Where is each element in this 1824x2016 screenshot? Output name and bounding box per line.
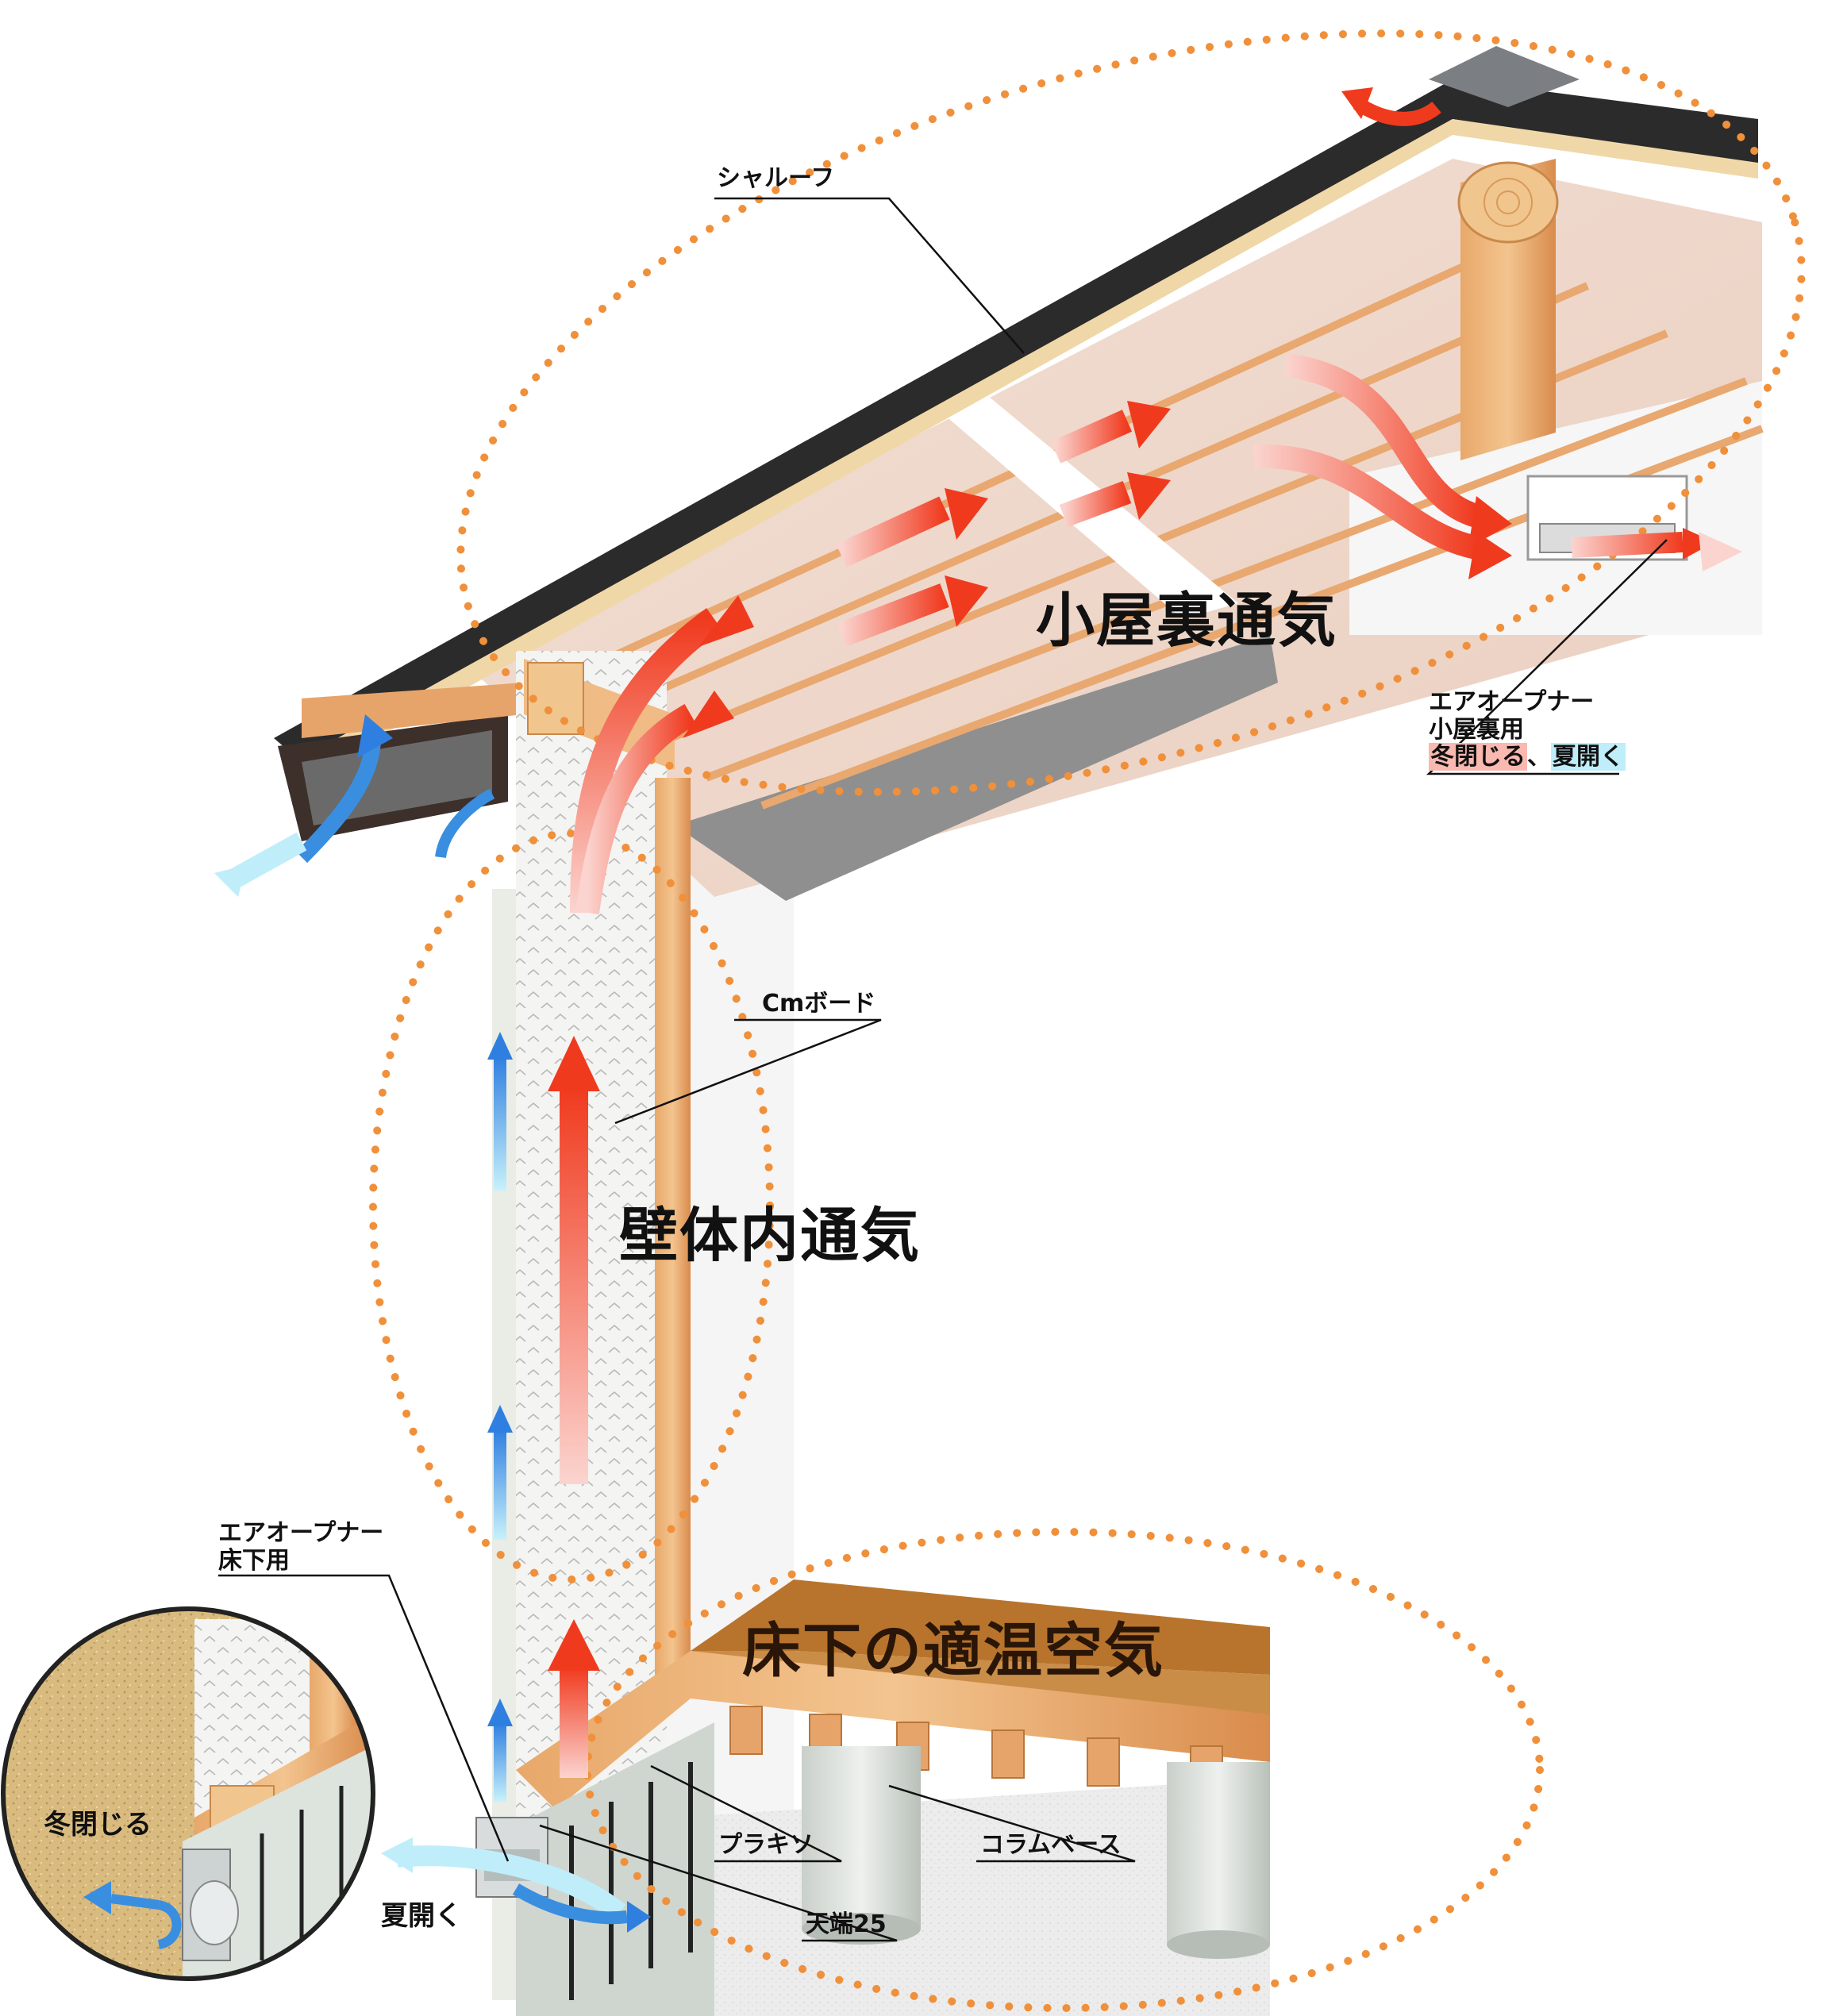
summer-open-text: 夏開く [1551,743,1626,771]
label-floor-air-opener-line2: 床下用 [218,1546,290,1575]
column-bases [802,1746,1270,1959]
label-attic-air-opener-line2: 小屋裏用 [1429,715,1524,744]
floor-surface [691,1579,1270,1675]
title-underfloor-air: 床下の適温空気 [742,1617,1164,1685]
label-floor-air-opener: エアオープナー 床下用 [218,1519,384,1575]
ceiling-underside [675,635,1278,901]
summer-open-arrows [381,1837,651,1933]
ridge-exhaust-arrow [1341,87,1441,126]
label-summer-open: 夏開く [381,1900,462,1932]
eave-cool-arrows [214,714,495,897]
label-winter-summer: 冬閉じる、夏開く [1429,743,1626,771]
label-column-base: コラムベース [980,1831,1122,1859]
label-shaluf: シャルーフ [717,164,835,192]
ridge-cap [1429,46,1580,107]
label-winter-close: 冬閉じる [44,1809,152,1841]
leader-lines [218,197,1668,1942]
wall-stud [655,778,691,1691]
label-attic-air-opener-line1: エアオープナー [1429,688,1595,716]
title-attic-ventilation: 小屋裏通気 [1036,587,1337,655]
warm-wall-arrow [548,1036,600,1778]
ridge-beam-end [1457,161,1559,244]
label-attic-air-opener: エアオープナー 小屋裏用 冬閉じる、夏開く [1429,688,1626,771]
warm-attic-arrows [570,353,1742,914]
winter-close-text: 冬閉じる [1429,743,1527,771]
foundation-wall [516,1722,714,2016]
label-purakiso: プラキソ [718,1831,814,1859]
inset-detail [1,1606,375,1981]
title-wall-ventilation: 壁体内通気 [619,1202,921,1270]
label-floor-air-opener-line1: エアオープナー [218,1519,384,1547]
wall-top-beam-end [527,662,584,735]
dotted-outlines [369,29,1806,2012]
cool-wall-arrows [487,1032,513,1802]
eave-timber [302,683,524,738]
label-cm-board: Cmボード [762,990,876,1018]
section-cut [905,373,1238,619]
separator-text: 、 [1527,743,1551,771]
floor-sill [516,1651,1270,1810]
label-tenba25: 天端25 [806,1910,887,1938]
